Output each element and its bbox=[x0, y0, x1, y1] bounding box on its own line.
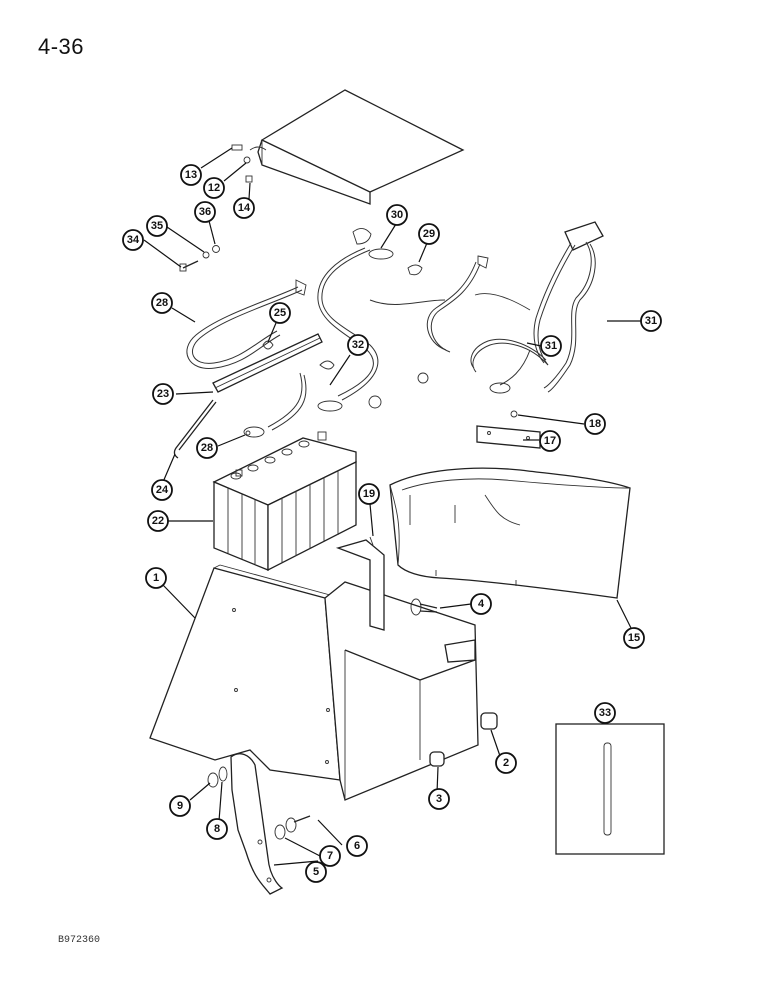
svg-text:30: 30 bbox=[391, 209, 403, 221]
callout-3: 3 bbox=[428, 788, 450, 810]
callout-25: 25 bbox=[269, 302, 291, 324]
callout-23: 23 bbox=[152, 383, 174, 405]
bolt-hardware bbox=[179, 245, 220, 272]
svg-text:33: 33 bbox=[599, 707, 611, 719]
callout-9: 9 bbox=[169, 795, 191, 817]
callout-12: 12 bbox=[203, 177, 225, 199]
callout-31-middle: 31 bbox=[540, 335, 562, 357]
svg-text:36: 36 bbox=[199, 206, 211, 218]
cable-30 bbox=[317, 228, 394, 412]
callout-24: 24 bbox=[151, 479, 173, 501]
svg-text:2: 2 bbox=[503, 757, 509, 769]
battery-cover-plate bbox=[249, 89, 465, 205]
svg-text:4: 4 bbox=[478, 598, 485, 610]
cover-hardware bbox=[231, 144, 253, 183]
svg-text:9: 9 bbox=[177, 800, 183, 812]
cable-28-upper bbox=[186, 279, 307, 369]
support-bracket bbox=[230, 753, 284, 895]
svg-text:19: 19 bbox=[363, 488, 375, 500]
battery bbox=[212, 431, 357, 572]
bolt-4 bbox=[410, 598, 438, 616]
svg-text:12: 12 bbox=[208, 182, 220, 194]
callout-29: 29 bbox=[418, 223, 440, 245]
hold-down-rod bbox=[173, 399, 217, 459]
svg-text:23: 23 bbox=[157, 388, 169, 400]
callout-1: 1 bbox=[145, 567, 167, 589]
bracket-hardware bbox=[207, 766, 311, 840]
svg-text:18: 18 bbox=[589, 418, 601, 430]
svg-text:31: 31 bbox=[645, 315, 657, 327]
svg-text:32: 32 bbox=[352, 339, 364, 351]
callout-17: 17 bbox=[539, 430, 561, 452]
callout-15: 15 bbox=[623, 627, 645, 649]
clamp bbox=[262, 340, 274, 350]
callout-34: 34 bbox=[122, 229, 144, 251]
callout-36: 36 bbox=[194, 201, 216, 223]
spacers bbox=[429, 712, 498, 767]
callout-2: 2 bbox=[495, 752, 517, 774]
svg-text:8: 8 bbox=[214, 823, 220, 835]
svg-text:28: 28 bbox=[201, 442, 213, 454]
callout-22: 22 bbox=[147, 510, 169, 532]
callout-18: 18 bbox=[584, 413, 606, 435]
callout-4: 4 bbox=[470, 593, 492, 615]
svg-text:15: 15 bbox=[628, 632, 640, 644]
cable-31 bbox=[470, 221, 604, 394]
svg-text:35: 35 bbox=[151, 220, 163, 232]
cable-28-lower bbox=[243, 372, 307, 438]
hold-down-bar bbox=[212, 333, 323, 393]
callout-7: 7 bbox=[319, 845, 341, 867]
callout-33: 33 bbox=[594, 702, 616, 724]
svg-text:1: 1 bbox=[153, 572, 159, 584]
cable-29-harness bbox=[368, 255, 489, 409]
battery-shield bbox=[389, 467, 631, 599]
svg-text:5: 5 bbox=[313, 866, 319, 878]
svg-text:31: 31 bbox=[545, 340, 557, 352]
callout-5: 5 bbox=[305, 861, 327, 883]
callout-30: 30 bbox=[386, 204, 408, 226]
callout-13: 13 bbox=[180, 164, 202, 186]
svg-text:17: 17 bbox=[544, 435, 556, 447]
callout-19: 19 bbox=[358, 483, 380, 505]
bolt-19 bbox=[369, 536, 374, 546]
svg-text:13: 13 bbox=[185, 169, 197, 181]
callout-6: 6 bbox=[346, 835, 368, 857]
page-number: 4-36 bbox=[38, 34, 85, 59]
callout-8: 8 bbox=[206, 818, 228, 840]
callout-14: 14 bbox=[233, 197, 255, 219]
callout-32: 32 bbox=[347, 334, 369, 356]
callout-31-right: 31 bbox=[640, 310, 662, 332]
svg-text:3: 3 bbox=[436, 793, 442, 805]
battery-box-bracket bbox=[149, 539, 479, 801]
svg-text:29: 29 bbox=[423, 228, 435, 240]
callout-28-upper: 28 bbox=[151, 292, 173, 314]
decal-plate bbox=[476, 410, 541, 449]
svg-text:34: 34 bbox=[127, 234, 140, 246]
figure-code: B972360 bbox=[58, 935, 101, 946]
svg-text:25: 25 bbox=[274, 307, 286, 319]
decal-33 bbox=[555, 723, 665, 855]
callout-35: 35 bbox=[146, 215, 168, 237]
callout-28-lower: 28 bbox=[196, 437, 218, 459]
svg-text:24: 24 bbox=[156, 484, 169, 496]
svg-text:6: 6 bbox=[354, 840, 360, 852]
svg-text:28: 28 bbox=[156, 297, 168, 309]
svg-text:7: 7 bbox=[327, 850, 333, 862]
svg-text:14: 14 bbox=[238, 202, 251, 214]
svg-text:22: 22 bbox=[152, 515, 164, 527]
